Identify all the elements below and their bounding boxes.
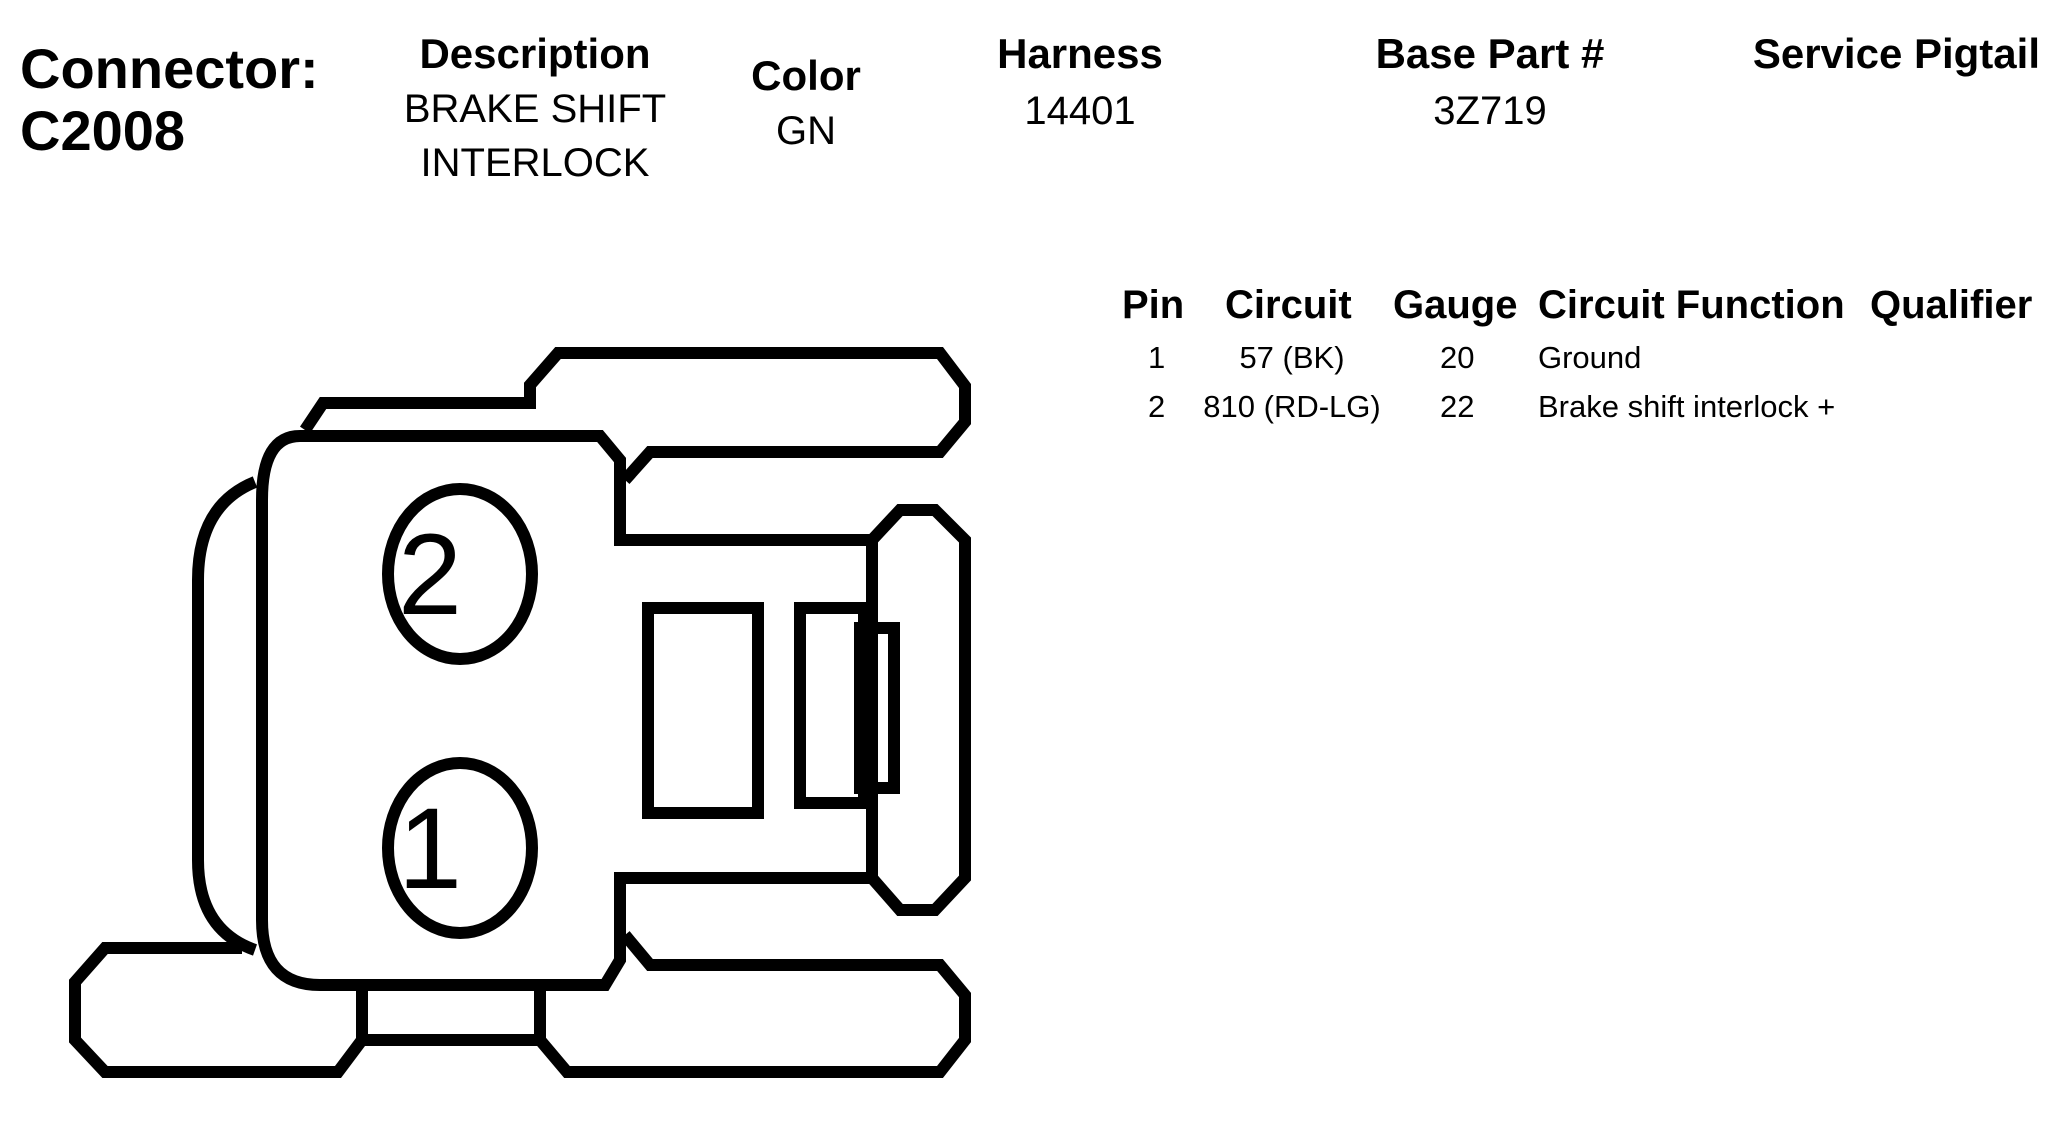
pin-cell: 1 (1148, 340, 1166, 375)
harness-header: Harness (997, 30, 1163, 77)
connector-body (256, 430, 878, 991)
service-pigtail-header: Service Pigtail (1752, 30, 2040, 77)
gauge-cell: 22 (1440, 389, 1475, 424)
description-line-2: INTERLOCK (420, 141, 650, 185)
pin-cell: 2 (1148, 389, 1166, 424)
function-cell: Ground (1538, 340, 1642, 375)
base-part-value: 3Z719 (1433, 89, 1547, 133)
pin-cavity-2 (382, 483, 538, 665)
gauge-header: Gauge (1393, 283, 1518, 327)
circuit-function-header: Circuit Function (1538, 283, 1845, 327)
color-value: GN (776, 109, 836, 153)
connector-title: Connector: C2008 (20, 38, 319, 162)
pin-label-1: 1 (398, 785, 462, 913)
pin-label-2: 2 (398, 511, 462, 639)
latch-tab (854, 622, 900, 794)
circuit-cell: 57 (BK) (1239, 340, 1345, 375)
qualifier-header: Qualifier (1870, 283, 2033, 327)
color-column: Color GN (736, 52, 876, 154)
harness-value: 14401 (1024, 89, 1136, 133)
pin-cavity-1 (382, 757, 538, 939)
base-part-column: Base Part # 3Z719 (1360, 30, 1620, 134)
harness-column: Harness 14401 (980, 30, 1180, 134)
description-column: Description BRAKE SHIFT INTERLOCK (385, 30, 685, 186)
pin-header: Pin (1122, 283, 1185, 327)
description-header: Description (419, 30, 651, 77)
service-pigtail-column: Service Pigtail (1740, 30, 2040, 78)
function-cell: Brake shift interlock + (1538, 389, 1836, 424)
bottom-clip (534, 931, 971, 1078)
gauge-cell: 20 (1440, 340, 1475, 375)
connector-label: Connector: (20, 37, 319, 100)
left-latch (192, 476, 258, 956)
bottom-left-foot (69, 942, 368, 1078)
connector-id: C2008 (20, 99, 186, 162)
description-line-1: BRAKE SHIFT (403, 87, 667, 131)
color-header: Color (751, 52, 861, 99)
circuit-cell: 810 (RD-LG) (1203, 389, 1381, 424)
right-bracket (867, 504, 971, 916)
base-part-header: Base Part # (1375, 30, 1605, 77)
keyway-slot (642, 602, 764, 819)
circuit-header: Circuit (1225, 283, 1352, 327)
top-clip (300, 347, 971, 484)
